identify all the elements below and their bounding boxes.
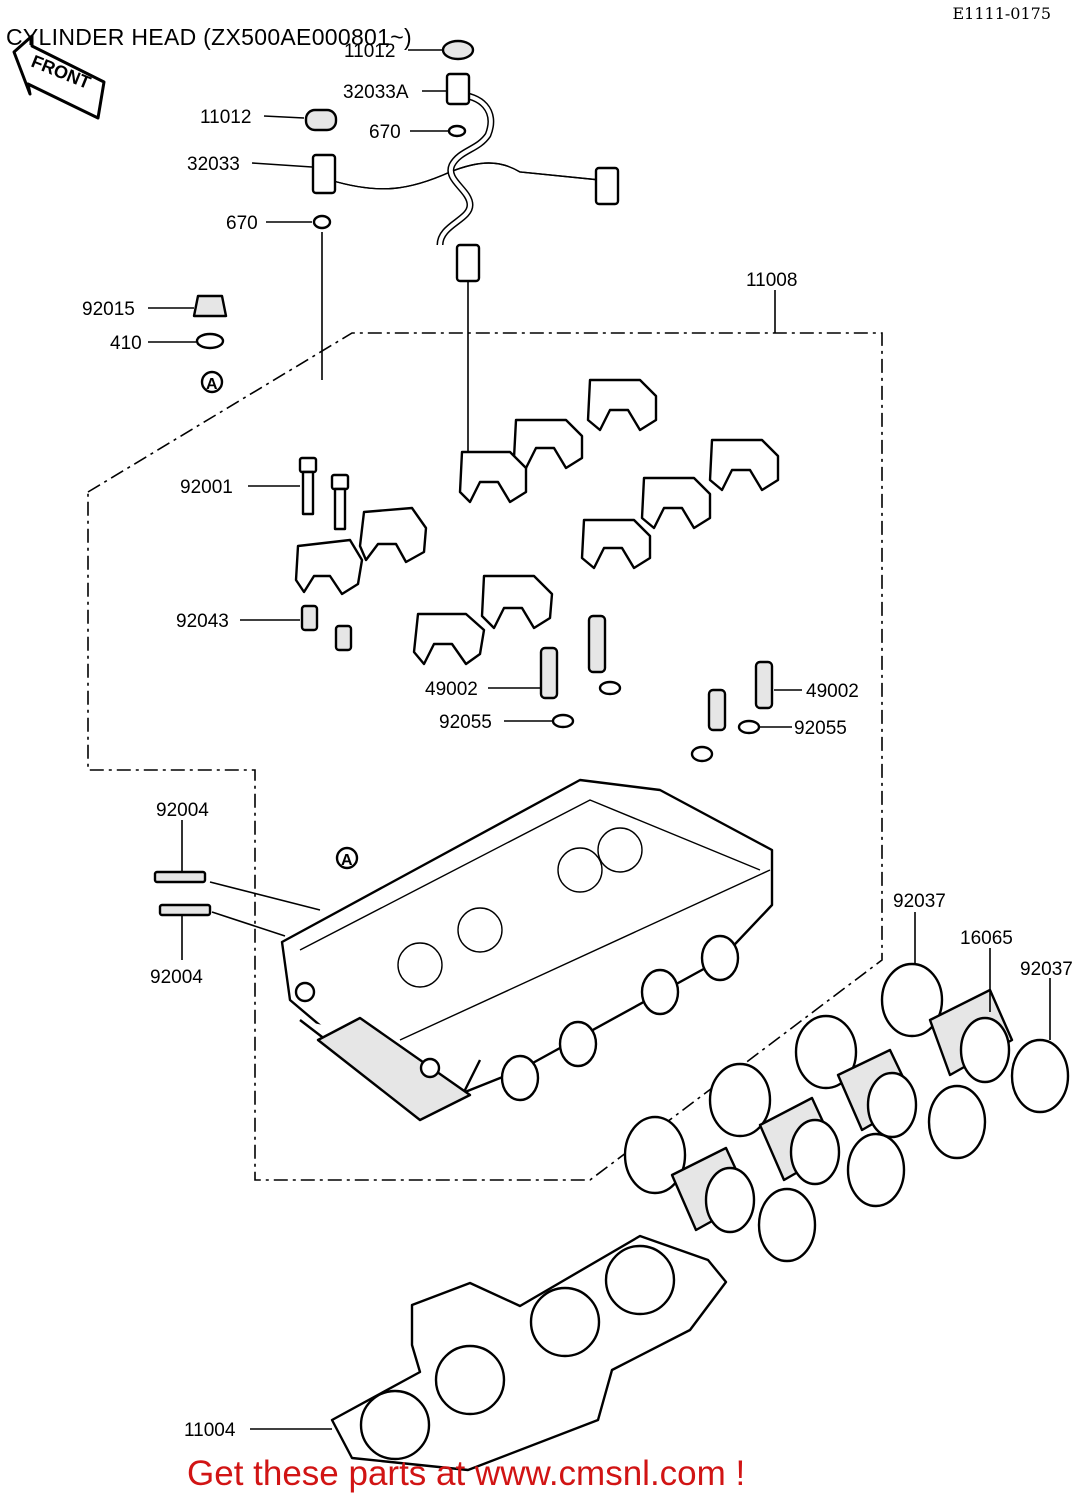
callout-49002-left: 49002 bbox=[425, 679, 478, 700]
callout-92055-right: 92055 bbox=[794, 718, 847, 739]
dowel-92043-b bbox=[334, 624, 353, 652]
dowel-92043-a bbox=[300, 604, 319, 632]
ref-marker-a-1: A bbox=[200, 370, 224, 394]
assembly-outline bbox=[87, 332, 883, 1181]
bolt-92001 bbox=[298, 456, 350, 531]
diagram-code: E1111-0175 bbox=[952, 4, 1051, 23]
callout-11012-top: 11012 bbox=[344, 41, 395, 62]
callout-410: 410 bbox=[110, 333, 142, 354]
ref-marker-a-2: A bbox=[335, 846, 359, 870]
callout-11008: 11008 bbox=[746, 270, 797, 291]
washer-410 bbox=[195, 332, 225, 350]
washer-670-a bbox=[447, 124, 467, 138]
page-title: CYLINDER HEAD (ZX500AE000801~) bbox=[6, 24, 412, 50]
callout-670-left: 670 bbox=[226, 213, 258, 234]
callout-92015: 92015 bbox=[82, 299, 135, 320]
callout-32033: 32033 bbox=[187, 154, 240, 175]
callout-32033A: 32033A bbox=[343, 82, 409, 103]
callout-11004: 11004 bbox=[184, 1420, 236, 1441]
svg-text:A: A bbox=[341, 852, 353, 869]
intake-clamps bbox=[623, 962, 1070, 1263]
callout-92001: 92001 bbox=[180, 477, 233, 498]
callout-670-top: 670 bbox=[369, 122, 401, 143]
cap-nut-92015 bbox=[192, 294, 228, 318]
promo-link-text[interactable]: Get these parts at www.cmsnl.com ! bbox=[187, 1454, 746, 1493]
callout-92004-top: 92004 bbox=[156, 800, 209, 821]
cap-11012-left bbox=[304, 108, 338, 132]
breather-pipe-assembly bbox=[311, 72, 620, 283]
valve-guides bbox=[539, 614, 774, 763]
leader-lines bbox=[148, 49, 1051, 1430]
svg-text:A: A bbox=[206, 376, 218, 393]
callout-92055-left: 92055 bbox=[439, 712, 492, 733]
stud-92004-b bbox=[158, 903, 212, 917]
head-gasket bbox=[330, 1234, 728, 1472]
stud-92004-a bbox=[153, 870, 207, 884]
intake-holders bbox=[670, 988, 1014, 1234]
callout-92037-right: 92037 bbox=[1020, 959, 1073, 980]
washer-670-b bbox=[312, 214, 332, 230]
callout-11012-left: 11012 bbox=[200, 107, 251, 128]
callout-92037-left: 92037 bbox=[893, 891, 946, 912]
cap-11012-top bbox=[441, 39, 475, 61]
callout-92043: 92043 bbox=[176, 611, 229, 632]
callout-92004-bottom: 92004 bbox=[150, 967, 203, 988]
callout-16065: 16065 bbox=[960, 928, 1013, 949]
camshaft-caps bbox=[294, 378, 780, 666]
cylinder-head bbox=[280, 778, 774, 1122]
callout-49002-right: 49002 bbox=[806, 681, 859, 702]
